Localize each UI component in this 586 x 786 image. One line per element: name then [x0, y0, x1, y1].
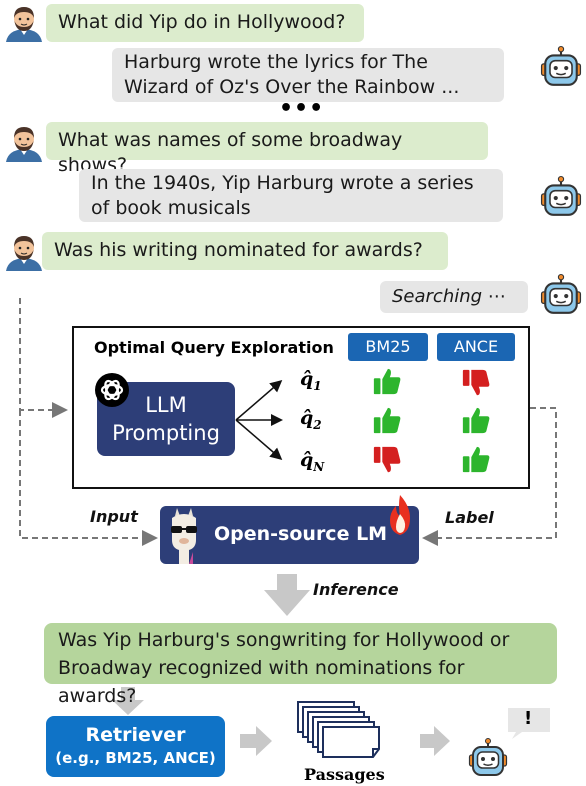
searching-status: Searching ⋯ [380, 281, 528, 313]
thumbs-up-icon [372, 366, 402, 396]
thumbs-down-icon [461, 368, 491, 398]
ance-header: ANCE [437, 333, 515, 361]
bot-message-2: In the 1940s, Yip Harburg wrote a series… [79, 169, 503, 222]
retriever-subtitle: (e.g., BM25, ANCE) [55, 749, 216, 767]
speech-bubble [508, 708, 550, 739]
fanout-arrows [235, 380, 283, 460]
exploration-title: Optimal Query Exploration [94, 338, 334, 357]
bm25-header: BM25 [348, 333, 428, 361]
fire-icon [390, 495, 410, 535]
input-label: Input [90, 507, 138, 526]
retriever-box: Retriever (e.g., BM25, ANCE) [46, 716, 225, 777]
query-label-1: q̂1 [300, 368, 322, 393]
thumbs-up-icon [372, 405, 402, 435]
thumbs-up-icon [461, 405, 491, 435]
llm-label: LLM [145, 393, 187, 417]
label-label: Label [445, 508, 494, 527]
inference-label: Inference [313, 580, 399, 599]
ellipsis: ••• [279, 96, 325, 121]
open-source-lm-box: Open-source LM [160, 506, 419, 564]
query-label-2: q̂2 [300, 407, 322, 432]
bot-message-1: Harburg wrote the lyrics for The Wizard … [112, 48, 504, 102]
passages-stack-icon [297, 701, 380, 758]
answer-mark: ! [524, 708, 533, 729]
query-label-n: q̂N [300, 449, 325, 474]
thumbs-up-icon [461, 444, 491, 474]
thumbs-down-icon [372, 445, 402, 475]
llama-icon [171, 508, 197, 564]
user-message-1: What did Yip do in Hollywood? [46, 4, 364, 42]
prompting-label: Prompting [112, 421, 220, 445]
openai-logo-icon [95, 373, 129, 407]
user-message-3: Was his writing nominated for awards? [42, 232, 448, 270]
retriever-title: Retriever [85, 724, 186, 746]
robot-icon [468, 738, 508, 778]
rewritten-query: Was Yip Harburg's songwriting for Hollyw… [44, 623, 557, 707]
passages-label: Passages [304, 765, 385, 784]
